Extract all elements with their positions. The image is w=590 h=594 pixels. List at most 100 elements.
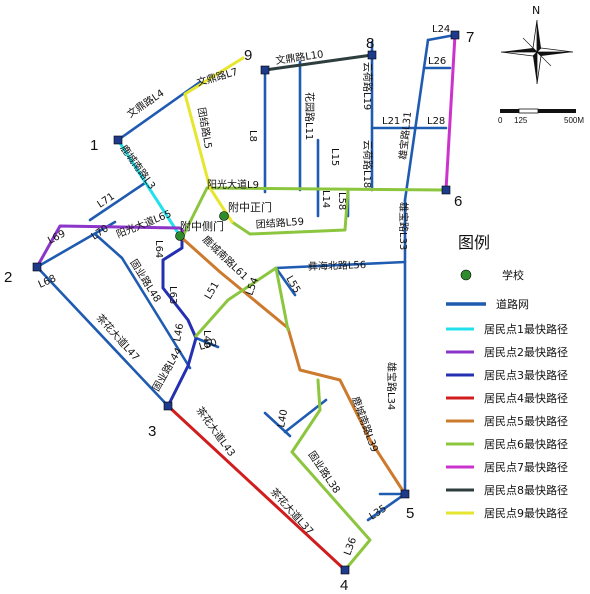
- scale-label-end: 500M: [564, 116, 584, 125]
- point-label-7: 7: [466, 29, 474, 46]
- point-label-4: 4: [340, 577, 348, 594]
- road-label: L54: [244, 276, 261, 297]
- legend-item-label: 居民点6最快路径: [484, 438, 568, 451]
- point-label-1: 1: [90, 137, 98, 154]
- school-side-gate-marker: [175, 231, 185, 241]
- road-L24: [426, 33, 457, 42]
- legend-item-label: 居民点5最快路径: [484, 415, 568, 428]
- road-label: 花园路L11: [303, 92, 316, 140]
- road-label: L68: [37, 273, 58, 290]
- legend: 图例 学校 道路网 居民点1最快路径 居民点2最快路径 居民点3最快路径 居民点…: [446, 233, 568, 520]
- school-side-gate-label: 附中侧门: [180, 219, 224, 233]
- road-label: L8: [247, 130, 258, 142]
- road-label: L24: [432, 24, 450, 35]
- legend-item-label: 居民点8最快路径: [484, 484, 568, 497]
- road-L55: [274, 266, 297, 297]
- fastest-routes: [35, 33, 457, 572]
- legend-item-label: 居民点1最快路径: [484, 323, 568, 336]
- point-marker-5: [400, 489, 410, 499]
- road-L50: [194, 336, 220, 349]
- legend-school-icon: [460, 269, 472, 281]
- road-label: 云荷路L19: [361, 62, 374, 110]
- point-label-2: 2: [4, 269, 12, 286]
- road-label: 雄宝路L34: [385, 362, 398, 410]
- point-label-5: 5: [406, 505, 414, 522]
- road-label: 文鼎路L4: [124, 86, 166, 120]
- scale-bar: 0 125 500M: [498, 108, 584, 125]
- point-marker-7: [450, 30, 460, 40]
- compass-star-icon: [500, 19, 574, 85]
- school-main-gate-label: 附中正门: [228, 200, 272, 214]
- route-point8: [263, 53, 374, 72]
- road-label: L50: [198, 337, 219, 353]
- road-label: 雄宝路L33: [397, 202, 410, 250]
- point-label-8: 8: [366, 35, 374, 52]
- compass: N: [500, 4, 574, 85]
- route-point7: [444, 33, 457, 192]
- route-point9: [183, 56, 245, 224]
- road-label: L69: [46, 228, 67, 246]
- point-label-3: 3: [148, 423, 156, 440]
- route-point5: [180, 236, 407, 496]
- road-L31: [403, 38, 430, 202]
- road-L71: [88, 181, 147, 222]
- road-label: L15: [329, 148, 340, 166]
- road-label: 团结路L59: [255, 215, 304, 231]
- scale-bar-segment: [500, 109, 519, 113]
- road-label: L58: [336, 192, 347, 210]
- point-marker-4: [340, 565, 350, 575]
- road-label: 茶花大道L47: [94, 311, 143, 363]
- point-marker-2: [32, 262, 42, 272]
- scale-bar-segment: [538, 109, 576, 113]
- scale-bar-segment: [518, 108, 539, 114]
- road-label: L26: [428, 56, 446, 67]
- road-label: 文鼎路L7: [195, 65, 239, 89]
- point-marker-1: [113, 135, 123, 145]
- road-label: L14: [320, 190, 331, 208]
- route-point3: [161, 234, 198, 408]
- road-L70: [93, 232, 124, 260]
- scale-label-mid: 125: [514, 116, 528, 125]
- road-label: 鹿城南路L3: [118, 142, 159, 192]
- road-label: L49: [201, 330, 212, 348]
- point-marker-3: [163, 401, 173, 411]
- point-marker-6: [441, 185, 451, 195]
- road-label: 鹿城南路L39: [349, 395, 381, 454]
- road-L48: [120, 256, 192, 370]
- road-label: 阳光大道L9: [207, 178, 259, 191]
- road-label: 茶花大道L37: [268, 485, 317, 537]
- road-label: L46: [172, 323, 186, 343]
- legend-item-label: 居民点7最快路径: [484, 461, 568, 474]
- road-L47: [35, 265, 170, 408]
- road-label: L40: [276, 409, 290, 429]
- road-network: [35, 33, 457, 522]
- road-label: L28: [427, 116, 445, 127]
- compass-north-label: N: [532, 4, 540, 17]
- legend-item-label: 道路网: [496, 297, 529, 311]
- point-marker-8: [367, 50, 377, 60]
- legend-item-label: 居民点2最快路径: [484, 346, 568, 359]
- route-point1: [116, 138, 182, 238]
- legend-item-label: 居民点4最快路径: [484, 392, 568, 405]
- point-label-6: 6: [454, 193, 462, 210]
- road-label: L51: [203, 280, 222, 301]
- legend-item-label: 学校: [502, 268, 524, 282]
- road-label: 阳光大道L65: [114, 207, 173, 241]
- residential-points: 1 2 3 4 5 6 7 8 9: [4, 29, 474, 594]
- school-main-gate-marker: [219, 211, 229, 221]
- legend-item-label: 居民点9最快路径: [484, 507, 568, 520]
- road-L56: [274, 260, 407, 270]
- road-label: L21: [382, 116, 400, 127]
- road-label: L63: [167, 286, 178, 304]
- scale-label-start: 0: [498, 116, 503, 125]
- route-point6: [180, 186, 448, 572]
- road-L35: [366, 492, 407, 522]
- school-gates: 附中正门 附中侧门: [175, 200, 272, 241]
- road-label: 彝海北路L56: [308, 258, 367, 273]
- route-point2: [35, 224, 186, 269]
- road-L68: [35, 220, 117, 269]
- point-label-9: 9: [244, 47, 252, 64]
- legend-title: 图例: [458, 233, 490, 252]
